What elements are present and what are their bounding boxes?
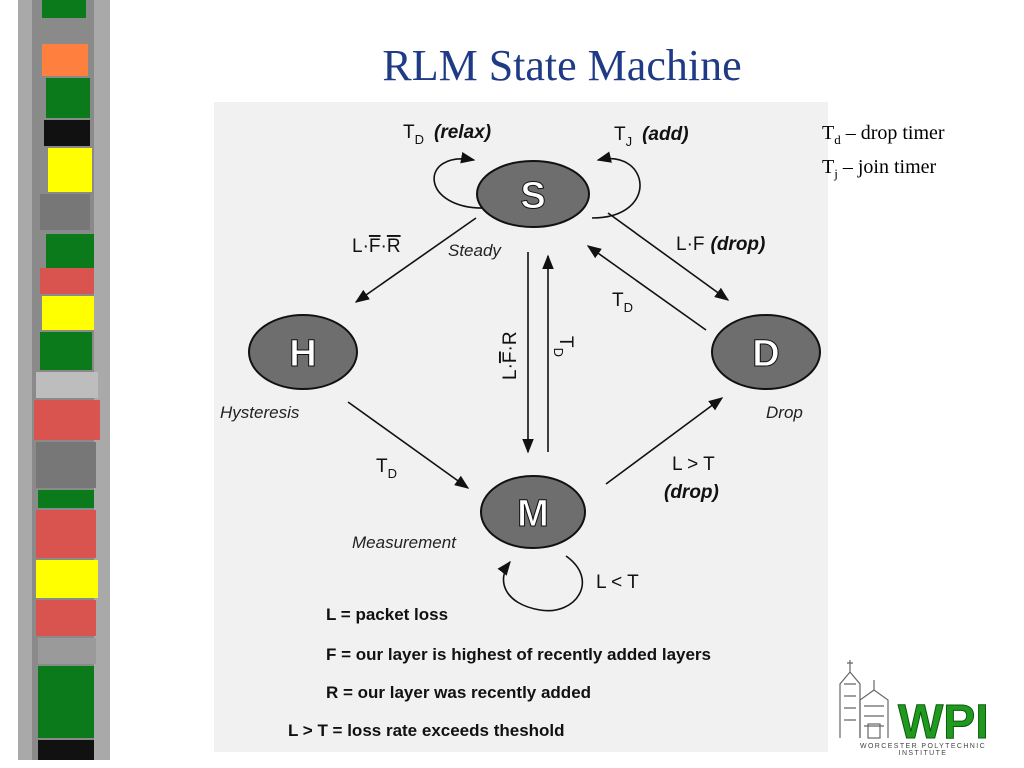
- state-d-name: Drop: [766, 403, 803, 422]
- transition-m-self: [497, 555, 584, 612]
- label-m-to-s: TD: [551, 336, 576, 357]
- transition-s-to-d: [607, 212, 730, 301]
- legend-item-f: F = our layer is highest of recently add…: [326, 645, 711, 664]
- label-m-to-d: L > T: [672, 454, 715, 475]
- label-s-to-d: L·F(drop): [676, 234, 765, 255]
- state-h: H: [248, 314, 358, 390]
- label-tj-add: TJ(add): [614, 124, 689, 149]
- state-h-letter: H: [289, 333, 316, 375]
- note-join-timer: Tj – join timer: [822, 156, 937, 181]
- label-s-to-m: L·F·R: [500, 331, 521, 380]
- transition-d-to-s: [586, 245, 707, 331]
- state-s-letter: S: [520, 175, 545, 217]
- label-m-self: L < T: [596, 572, 639, 593]
- state-m-letter: M: [517, 493, 549, 535]
- legend: L = packet loss F = our layer is highest…: [288, 605, 711, 740]
- state-d-letter: D: [752, 333, 779, 375]
- decorative-stripe: [18, 0, 110, 760]
- state-m-name: Measurement: [352, 533, 457, 552]
- slide-title: RLM State Machine: [382, 41, 742, 90]
- label-d-to-s: TD: [612, 290, 633, 315]
- wpi-logo-text: WPI: [898, 696, 989, 749]
- legend-item-r: R = our layer was recently added: [326, 683, 591, 702]
- state-s-name: Steady: [448, 241, 502, 260]
- wpi-logo: WPI: [839, 660, 989, 750]
- label-s-to-h: L·F·R: [352, 236, 401, 257]
- note-drop-timer: Td – drop timer: [822, 122, 945, 147]
- state-machine-diagram: S H D M Steady Hysteresis Drop Measureme…: [220, 122, 821, 740]
- transition-s-self-add: [591, 151, 641, 219]
- label-m-to-d-drop: (drop): [664, 482, 719, 503]
- state-s: S: [476, 160, 590, 228]
- wpi-tagline: WORCESTER POLYTECHNIC INSTITUTE: [859, 743, 987, 757]
- transition-s-self-relax: [433, 152, 487, 209]
- state-d: D: [711, 314, 821, 390]
- legend-item-threshold: L > T = loss rate exceeds theshold: [288, 721, 565, 740]
- transition-s-to-h: [354, 217, 477, 303]
- transition-h-to-m: [347, 401, 470, 489]
- label-td-relax: TD(relax): [403, 122, 491, 147]
- transition-m-to-d: [605, 397, 724, 485]
- label-h-to-m: TD: [376, 456, 397, 481]
- state-h-name: Hysteresis: [220, 403, 300, 422]
- state-m: M: [480, 475, 586, 549]
- legend-item-l: L = packet loss: [326, 605, 448, 624]
